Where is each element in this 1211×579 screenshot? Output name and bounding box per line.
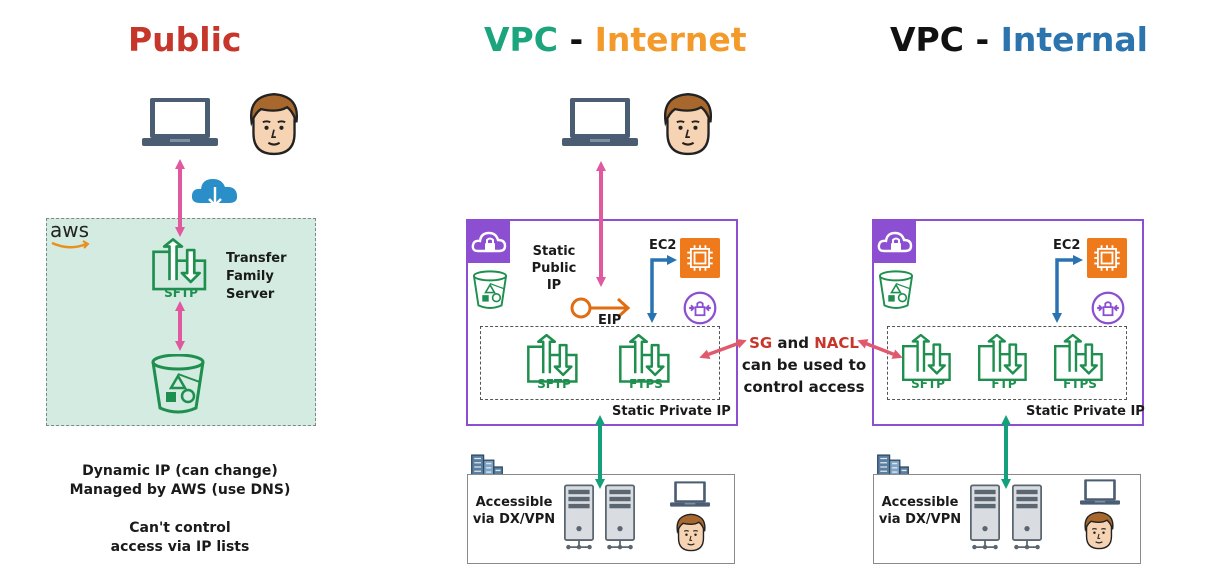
public-sftp-label-text: SFTP <box>164 286 198 300</box>
vpc-internal-badge-icon <box>874 221 916 263</box>
title-public-text: Public <box>128 20 242 59</box>
vpc-internal-sftp-label: SFTP <box>900 377 956 391</box>
eip-label-text: EIP <box>598 313 622 328</box>
public-user-icon <box>246 90 302 160</box>
aws-logo-text: aws <box>50 218 90 242</box>
internet-user-icon <box>660 90 716 160</box>
vpc-internet-ec2-icon <box>680 238 720 278</box>
vpc-internet-onprem-line2: via DX/VPN <box>472 512 556 527</box>
vpc-internal-onprem-line2: via DX/VPN <box>878 512 962 527</box>
public-note-line4: Can't control <box>129 520 231 536</box>
vpc-internet-ec2-label: EC2 <box>649 237 676 254</box>
nacl-text: NACL <box>814 334 859 352</box>
public-sftp-label: SFTP <box>150 286 212 300</box>
vpc-internet-onprem-line1: Accessible <box>475 495 553 510</box>
vpc-internal-onprem-line1: Accessible <box>881 495 959 510</box>
and-text: and <box>772 334 815 352</box>
sg-text: SG <box>749 334 773 352</box>
vpc-internal-ec2-icon <box>1087 238 1127 278</box>
vpc-internal-sftp-label-text: SFTP <box>911 377 945 391</box>
eip-label: EIP <box>598 312 621 329</box>
aws-logo: aws <box>50 218 89 242</box>
public-note-line2: Managed by AWS (use DNS) <box>69 482 291 498</box>
static-public-ip-label: Static Public IP <box>526 243 582 294</box>
vpc-internet-sftp-label-text: SFTP <box>537 377 571 391</box>
title-vpc-internal-vpc: VPC <box>890 20 964 59</box>
vpc-internet-ftps-label: FTPS <box>617 377 675 391</box>
vpc-internet-ec2-label-text: EC2 <box>649 238 677 253</box>
public-note-line3 <box>40 500 320 519</box>
vpc-internal-s3-bucket-icon <box>878 270 914 310</box>
title-vpc-internal-dash: - <box>963 20 1001 59</box>
public-note-line1: Dynamic IP (can change) <box>82 463 278 479</box>
vpc-internal-onprem-user-icon <box>1082 510 1116 552</box>
public-notes: Dynamic IP (can change) Managed by AWS (… <box>40 462 320 557</box>
vpc-internal-onprem-label: Accessible via DX/VPN <box>878 494 962 528</box>
title-public: Public <box>128 20 242 59</box>
vpc-internal-server-icon-2 <box>1012 484 1042 552</box>
internet-laptop-icon <box>562 96 638 152</box>
vpc-internet-static-private-ip: Static Private IP <box>612 403 731 420</box>
vpc-internet-onprem-laptop-icon <box>670 480 710 510</box>
static-public-ip-line1: Static <box>532 244 576 259</box>
vpc-internal-static-private-ip: Static Private IP <box>1026 403 1145 420</box>
title-vpc-internet: VPC - Internet <box>484 20 747 59</box>
sg-nacl-note: SG and NACL can be used to control acces… <box>736 332 872 398</box>
vpc-internal-ftps-label-text: FTPS <box>1063 377 1097 391</box>
transfer-family-server-line3: Server <box>226 287 275 302</box>
transfer-family-server-line1: Transfer <box>226 251 287 266</box>
vpc-internet-server-icon-1 <box>564 484 594 552</box>
title-vpc-internet-vpc: VPC <box>484 20 558 59</box>
title-vpc-internal: VPC - Internal <box>890 20 1148 59</box>
vpc-internal-ec2-label: EC2 <box>1053 237 1080 254</box>
vpc-internet-subnet <box>480 326 720 400</box>
vpc-internal-ftp-label: FTP <box>976 377 1032 391</box>
aws-smile-icon <box>51 240 90 249</box>
vpc-internet-s3-bucket-icon <box>472 270 508 310</box>
vpc-internal-static-private-ip-text: Static Private IP <box>1026 404 1145 419</box>
vpc-internal-subnet <box>887 326 1127 400</box>
vpc-internet-ftps-label-text: FTPS <box>629 377 663 391</box>
transfer-family-server-line2: Family <box>226 269 274 284</box>
vpc-internet-onprem-user-icon <box>674 512 708 554</box>
title-vpc-internal-internal: Internal <box>1000 20 1148 59</box>
vpc-internal-ec2-label-text: EC2 <box>1053 238 1081 253</box>
transfer-family-server-label: Transfer Family Server <box>226 250 287 304</box>
vpc-internal-onprem-laptop-icon <box>1080 478 1120 508</box>
static-public-ip-line2: Public <box>531 261 577 276</box>
vpc-internet-onprem-label: Accessible via DX/VPN <box>472 494 556 528</box>
vpc-internal-nacl-icon <box>1090 290 1126 326</box>
public-s3-bucket-icon <box>150 354 206 414</box>
sg-nacl-note-line1: SG and NACL <box>736 332 872 354</box>
vpc-internal-ftp-label-text: FTP <box>991 377 1017 391</box>
vpc-internal-server-icon-1 <box>970 484 1000 552</box>
static-public-ip-line3: IP <box>546 278 562 293</box>
vpc-internet-sftp-label: SFTP <box>525 377 583 391</box>
public-note-line5: access via IP lists <box>110 539 250 555</box>
title-vpc-internet-dash: - <box>557 20 595 59</box>
public-laptop-icon <box>142 96 218 152</box>
title-vpc-internet-internet: Internet <box>594 20 747 59</box>
public-cloud-download-icon <box>190 175 240 209</box>
vpc-internet-static-private-ip-text: Static Private IP <box>612 404 731 419</box>
sg-nacl-note-line3: control access <box>743 378 865 396</box>
vpc-internet-server-icon-2 <box>605 484 635 552</box>
vpc-internet-nacl-icon <box>682 290 718 326</box>
vpc-internal-ftps-label: FTPS <box>1052 377 1108 391</box>
sg-nacl-note-line2: can be used to <box>741 356 867 374</box>
vpc-internet-badge-icon <box>468 221 510 263</box>
